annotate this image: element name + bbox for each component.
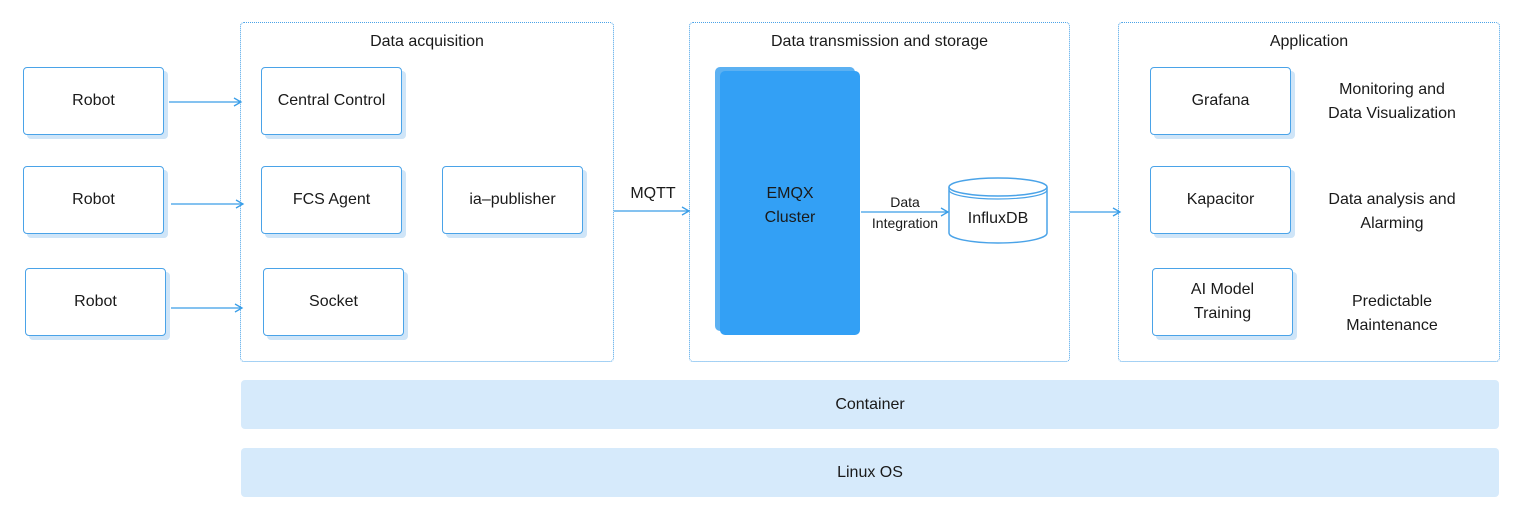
training-label: Training	[1193, 305, 1252, 322]
ai-model-label: AI Model	[1190, 281, 1255, 298]
socket-label: Socket	[309, 293, 358, 310]
robot-box-1: Robot	[23, 67, 164, 135]
ai-model-training-box: AI Model Training	[1152, 268, 1293, 336]
data-acquisition-group: Data acquisition	[240, 22, 614, 362]
linux-os-label: Linux OS	[837, 463, 903, 481]
integration-line-2: Integration	[871, 215, 939, 231]
cluster-name: EMQX	[766, 185, 814, 202]
container-layer: Container	[241, 380, 1499, 429]
ai-desc-line-1: Predictable	[1351, 293, 1433, 310]
kapacitor-desc-line-1: Data analysis and	[1328, 191, 1456, 208]
application-group: Application	[1118, 22, 1500, 362]
kapacitor-box: Kapacitor	[1150, 166, 1291, 234]
grafana-desc-line-1: Monitoring and	[1339, 81, 1445, 98]
ia-publisher-label: ia–publisher	[469, 191, 556, 208]
central-control-box: Central Control	[261, 67, 402, 135]
influxdb-cylinder-icon	[948, 177, 1048, 244]
ai-desc-line-2: Maintenance	[1346, 317, 1438, 334]
kapacitor-description: Data analysis and Alarming	[1300, 188, 1484, 236]
fcs-agent-box: FCS Agent	[261, 166, 402, 234]
fcs-agent-label: FCS Agent	[292, 191, 371, 208]
grafana-desc-line-2: Data Visualization	[1328, 105, 1456, 122]
kapacitor-label: Kapacitor	[1186, 191, 1255, 208]
data-acquisition-title: Data acquisition	[370, 33, 484, 50]
data-transmission-group: Data transmission and storage	[689, 22, 1070, 362]
influxdb-label: InfluxDB	[967, 210, 1029, 227]
central-control-label: Central Control	[277, 92, 386, 109]
container-label: Container	[835, 395, 905, 413]
data-integration-label: Data Integration	[862, 192, 948, 234]
ai-model-description: Predictable Maintenance	[1300, 290, 1484, 338]
kapacitor-desc-line-2: Alarming	[1360, 215, 1424, 232]
mqtt-label: MQTT	[630, 185, 676, 202]
robot-label: Robot	[72, 191, 115, 208]
socket-box: Socket	[263, 268, 404, 336]
grafana-description: Monitoring and Data Visualization	[1300, 78, 1484, 126]
robot-label: Robot	[74, 293, 117, 310]
integration-line-1: Data	[890, 194, 920, 210]
robot-box-2: Robot	[23, 166, 164, 234]
ia-publisher-box: ia–publisher	[442, 166, 583, 234]
application-title: Application	[1269, 33, 1349, 50]
linux-os-layer: Linux OS	[241, 448, 1499, 497]
robot-label: Robot	[72, 92, 115, 109]
grafana-box: Grafana	[1150, 67, 1291, 135]
grafana-label: Grafana	[1191, 92, 1250, 109]
data-transmission-title: Data transmission and storage	[771, 33, 988, 50]
robot-box-3: Robot	[25, 268, 166, 336]
cluster-type: Cluster	[764, 209, 816, 226]
emqx-cluster-box: EMQX Cluster	[720, 71, 860, 335]
